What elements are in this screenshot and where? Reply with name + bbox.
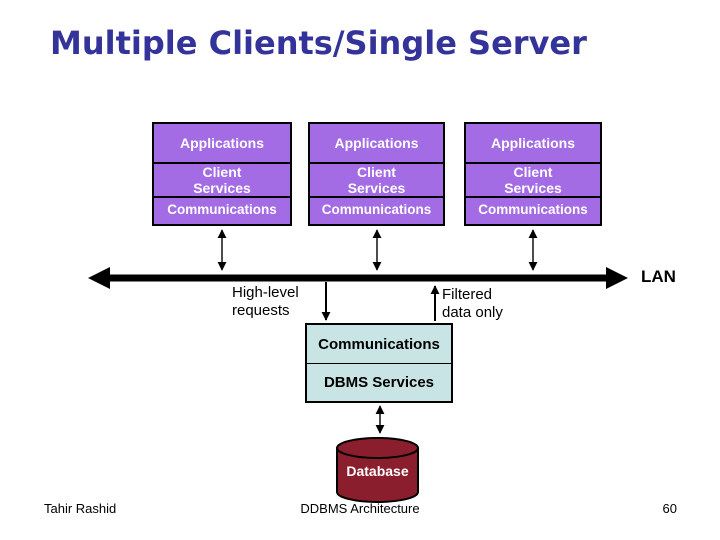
client-stack-3: Applications Client Services Communicati… bbox=[464, 122, 602, 226]
lan-left-arrowhead bbox=[88, 267, 110, 289]
client1-applications-label: Applications bbox=[179, 135, 264, 151]
server-communications-label: Communications bbox=[318, 335, 440, 353]
slide-title: Multiple Clients/Single Server bbox=[50, 24, 587, 62]
high-level-requests-line1: High-level bbox=[232, 284, 299, 301]
client3-communications-label: Communications bbox=[478, 202, 588, 217]
client1-client-services-line2: Services bbox=[193, 180, 251, 196]
database-label: Database bbox=[346, 463, 409, 479]
client2-applications-label: Applications bbox=[334, 135, 419, 151]
high-level-requests-line2: requests bbox=[232, 302, 290, 319]
server-communications-cell: Communications bbox=[307, 325, 451, 363]
client3-applications-cell: Applications bbox=[466, 124, 600, 162]
client3-client-services-line1: Client bbox=[513, 164, 553, 180]
client2-client-services-cell: Client Services bbox=[310, 162, 443, 196]
footer-slide-subject: DDBMS Architecture bbox=[300, 501, 420, 516]
client1-client-services-cell: Client Services bbox=[154, 162, 290, 196]
client3-client-services-line2: Services bbox=[504, 180, 562, 196]
client2-communications-label: Communications bbox=[321, 202, 432, 217]
client3-client-services-cell: Client Services bbox=[466, 162, 600, 196]
client-stack-1: Applications Client Services Communicati… bbox=[152, 122, 292, 226]
client2-client-services-line1: Client bbox=[357, 164, 396, 180]
server-stack: Communications DBMS Services bbox=[305, 323, 453, 403]
filtered-data-label: Filtered data only bbox=[442, 286, 503, 322]
footer-page-number: 60 bbox=[662, 501, 677, 516]
footer-author: Tahir Rashid bbox=[44, 501, 117, 516]
lan-right-arrowhead bbox=[606, 267, 628, 289]
server-dbms-services-cell: DBMS Services bbox=[307, 363, 451, 401]
client1-applications-cell: Applications bbox=[154, 124, 290, 162]
high-level-requests-label: High-level requests bbox=[232, 284, 299, 320]
client1-client-services-line1: Client bbox=[202, 164, 242, 180]
client1-communications-cell: Communications bbox=[154, 196, 290, 222]
client-stack-2: Applications Client Services Communicati… bbox=[308, 122, 445, 226]
client3-communications-cell: Communications bbox=[466, 196, 600, 222]
filtered-data-line1: Filtered bbox=[442, 286, 493, 303]
client3-applications-label: Applications bbox=[490, 135, 575, 151]
lan-label: LAN bbox=[641, 267, 676, 286]
client1-communications-label: Communications bbox=[167, 202, 277, 217]
database-cylinder-bottom bbox=[336, 481, 419, 503]
client2-communications-cell: Communications bbox=[310, 196, 443, 222]
server-dbms-services-label: DBMS Services bbox=[323, 374, 435, 391]
client2-client-services-line2: Services bbox=[347, 180, 406, 196]
database-cylinder-top bbox=[336, 437, 419, 459]
client2-applications-cell: Applications bbox=[310, 124, 443, 162]
filtered-data-line2: data only bbox=[442, 304, 503, 321]
